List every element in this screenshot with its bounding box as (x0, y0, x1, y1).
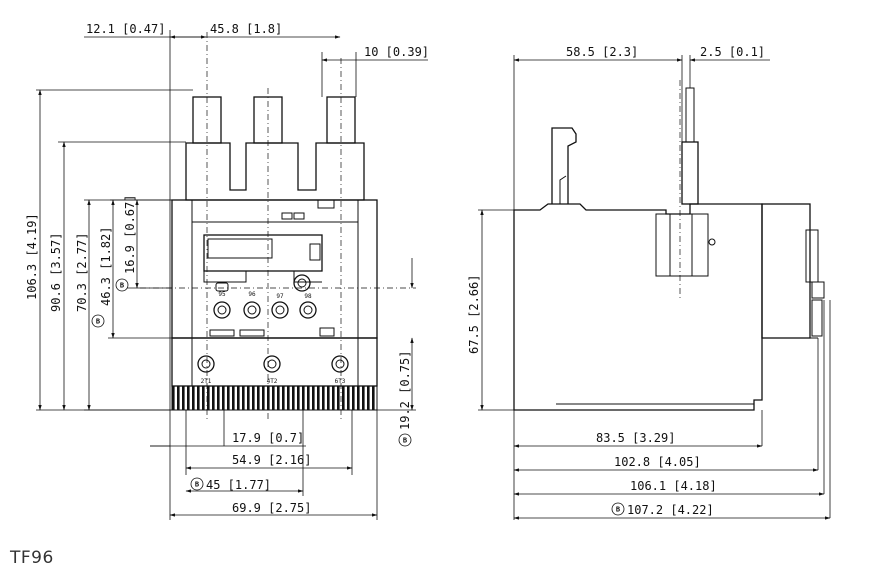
b-badge-70-3: B (91, 314, 105, 328)
contact-mark-4: 98 (304, 293, 312, 300)
contact-mark-1: 95 (218, 291, 226, 298)
dim-10: 10 [0.39] (364, 45, 429, 59)
dim-67-5: 67.5 [2.66] (467, 275, 481, 354)
b-badge-16-9: B (115, 278, 129, 292)
dim-70-3: 70.3 [2.77] (75, 233, 89, 312)
rotary-knobs (213, 301, 317, 319)
dim-69-9: 69.9 [2.75] (232, 501, 311, 515)
dim-17-9: 17.9 [0.7] (232, 431, 304, 445)
terminal-label-2: 4T2 (267, 378, 278, 385)
front-body (171, 199, 378, 339)
terminal-posts-top (185, 96, 365, 209)
terminal-label-1: 2T1 (201, 378, 212, 385)
heat-sink-fins (171, 385, 378, 411)
dim-107-2: 107.2 [4.22] (627, 503, 714, 517)
svg-text:B: B (120, 282, 124, 290)
dim-58-5: 58.5 [2.3] (566, 45, 638, 59)
front-lower-terminals: 2T1 4T2 6T3 95 96 97 98 (171, 291, 378, 411)
contact-mark-3: 97 (276, 293, 284, 300)
dim-54-9: 54.9 [2.16] (232, 453, 311, 467)
b-badge-45: B (190, 477, 204, 491)
side-view: 58.5 [2.3] 2.5 [0.1] 83.5 [3.29] 102.8 [… (467, 45, 831, 520)
svg-text:B: B (616, 506, 620, 514)
b-badge-19-2: B (398, 433, 412, 447)
technical-drawing: 2T1 4T2 6T3 95 96 97 98 (25, 22, 831, 520)
dim-12-1: 12.1 [0.47] (86, 22, 165, 36)
dim-106-3: 106.3 [4.19] (25, 213, 39, 300)
terminal-label-3: 6T3 (335, 378, 346, 385)
dim-19-2: 19.2 [0.75] (398, 351, 412, 430)
dim-46-3: 46.3 [1.82] (99, 227, 113, 306)
dim-102-8: 102.8 [4.05] (614, 455, 701, 469)
dim-16-9: 16.9 [0.67] (123, 195, 137, 274)
model-caption: TF96 (10, 548, 54, 568)
svg-text:B: B (96, 318, 100, 326)
dim-2-5: 2.5 [0.1] (700, 45, 765, 59)
svg-text:B: B (195, 481, 199, 489)
svg-text:B: B (403, 437, 407, 445)
contact-mark-2: 96 (248, 291, 256, 298)
dim-45-8: 45.8 [1.8] (210, 22, 282, 36)
dim-45: 45 [1.77] (206, 478, 271, 492)
b-badge-107-2: B (611, 502, 625, 516)
dim-106-1: 106.1 [4.18] (630, 479, 717, 493)
dim-90-6: 90.6 [3.57] (49, 233, 63, 312)
dim-83-5: 83.5 [3.29] (596, 431, 675, 445)
front-view: 2T1 4T2 6T3 95 96 97 98 (25, 22, 429, 520)
